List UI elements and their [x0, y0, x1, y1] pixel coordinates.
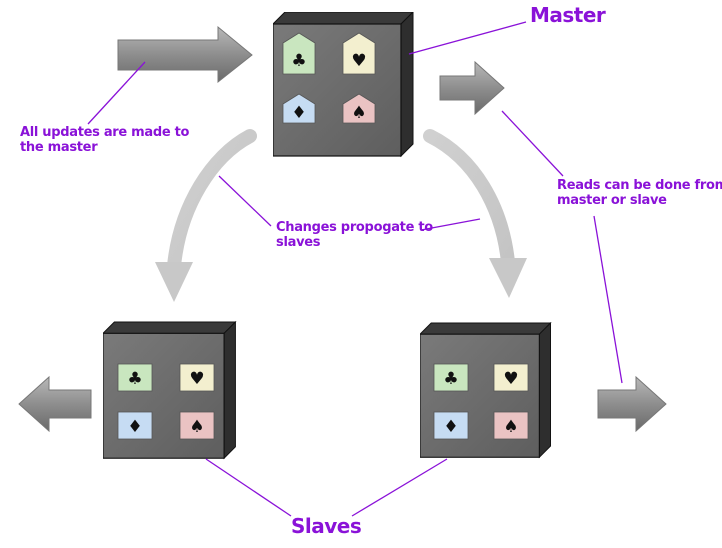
reads-leader-line-top: [501, 110, 564, 177]
slaves-label: Slaves: [291, 514, 362, 538]
svg-text:♦: ♦: [443, 417, 458, 437]
svg-text:♠: ♠: [189, 417, 204, 437]
slaves-leader-line-left: [205, 458, 292, 517]
svg-text:♣: ♣: [443, 369, 458, 389]
master-label: Master: [530, 3, 606, 27]
left-slave-diamond-card: ♦: [117, 411, 153, 440]
left-slave-heart-card: ♥: [179, 363, 215, 392]
svg-text:♦: ♦: [291, 103, 306, 123]
right-slave-spade-card: ♠: [493, 411, 529, 440]
right-slave-club-card: ♣: [433, 363, 469, 392]
left-slave-club-card: ♣: [117, 363, 153, 392]
right-slave-heart-card: ♥: [493, 363, 529, 392]
master-spade-card: ♠: [342, 93, 376, 124]
left-slave-read-arrow: [18, 375, 92, 433]
propagate-annotation-line-1: Changes propogate to: [276, 220, 433, 235]
propagate-annotation: Changes propogate to slaves: [276, 220, 433, 250]
reads-annotation-line-2: master or slave: [557, 192, 667, 208]
master-club-card: ♣: [282, 32, 316, 75]
incoming-update-arrow: [117, 25, 253, 84]
reads-annotation-line-1: Reads can be done from: [557, 178, 722, 193]
reads-leader-line-bottom: [593, 215, 623, 384]
updates-leader-line: [87, 61, 146, 125]
master-heart-card: ♥: [342, 32, 376, 75]
propagate-arrow-right: [423, 129, 527, 298]
svg-text:♥: ♥: [503, 369, 518, 389]
master-read-arrow: [439, 60, 505, 116]
right-slave-read-arrow: [597, 375, 667, 433]
svg-text:♣: ♣: [127, 369, 142, 389]
slaves-leader-line-right: [351, 458, 448, 517]
updates-annotation-line-2: the master: [20, 139, 98, 155]
svg-text:♦: ♦: [127, 417, 142, 437]
master-diamond-card: ♦: [282, 93, 316, 124]
propagate-leader-line-right: [420, 218, 481, 231]
propagate-arrow-left: [155, 129, 257, 302]
updates-annotation-line-1: All updates are made to: [20, 125, 190, 140]
propagate-leader-line-left: [218, 175, 272, 227]
right-slave-diamond-card: ♦: [433, 411, 469, 440]
updates-annotation: All updates are made to the master: [20, 125, 190, 155]
reads-annotation: Reads can be done from master or slave: [557, 178, 722, 208]
left-slave-spade-card: ♠: [179, 411, 215, 440]
master-leader-line: [408, 21, 527, 55]
svg-text:♠: ♠: [351, 103, 366, 123]
svg-text:♥: ♥: [351, 51, 366, 71]
svg-text:♠: ♠: [503, 417, 518, 437]
svg-text:♣: ♣: [291, 51, 306, 71]
master-server: [273, 12, 414, 157]
svg-text:♥: ♥: [189, 369, 204, 389]
propagate-annotation-line-2: slaves: [276, 234, 321, 250]
